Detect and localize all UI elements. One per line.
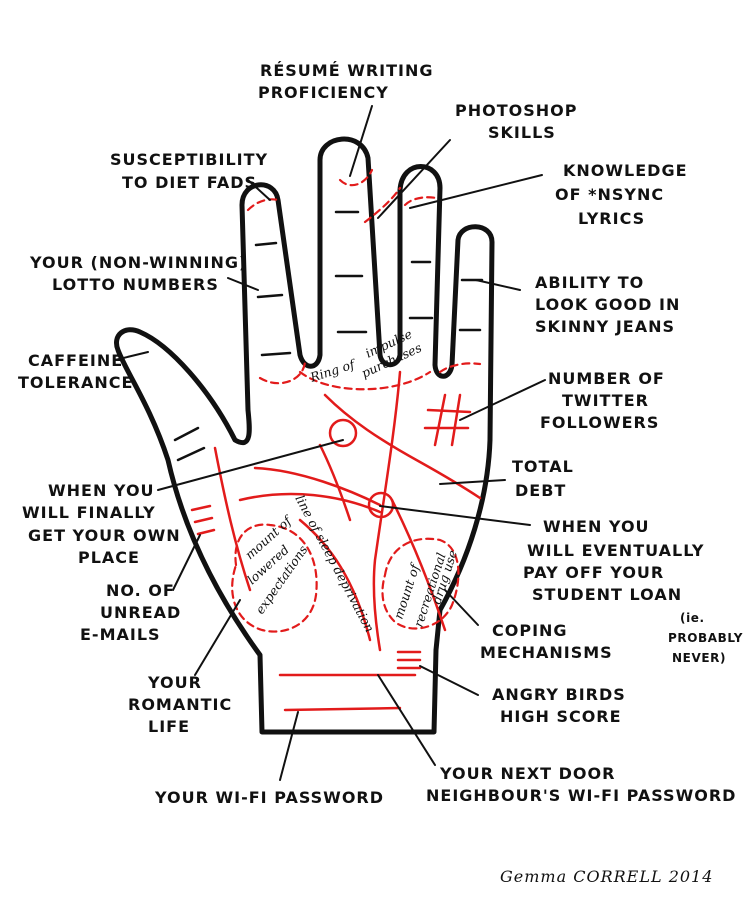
label-caffeine: CAFFEINE	[28, 351, 123, 370]
label-romantic-life: YOUR	[147, 673, 202, 692]
hand-outline	[114, 136, 495, 735]
label-angry-birds: ANGRY BIRDS	[492, 685, 626, 704]
label-lotto: YOUR (NON-WINNING)	[29, 253, 247, 272]
label-wifi-password: YOUR WI-FI PASSWORD	[154, 788, 384, 807]
svg-text:WILL FINALLY: WILL FINALLY	[22, 503, 156, 522]
svg-text:LYRICS: LYRICS	[578, 209, 645, 228]
pointer-lines	[114, 105, 546, 781]
svg-text:PLACE: PLACE	[78, 548, 140, 567]
svg-text:WILL EVENTUALLY: WILL EVENTUALLY	[527, 541, 704, 560]
svg-text:TO DIET FADS: TO DIET FADS	[122, 173, 257, 192]
label-photoshop: PHOTOSHOP	[455, 101, 577, 120]
svg-text:DEBT: DEBT	[515, 481, 566, 500]
ring-of-impulse-purchases: Ring of	[307, 356, 358, 385]
label-resume: RÉSUMÉ WRITING	[260, 61, 434, 80]
svg-text:LOTTO NUMBERS: LOTTO NUMBERS	[52, 275, 219, 294]
svg-text:NEIGHBOUR'S WI-FI PASSWORD: NEIGHBOUR'S WI-FI PASSWORD	[426, 786, 736, 805]
svg-text:STUDENT LOAN: STUDENT LOAN	[532, 585, 682, 604]
svg-text:SKINNY JEANS: SKINNY JEANS	[535, 317, 675, 336]
svg-text:ROMANTIC: ROMANTIC	[128, 695, 232, 714]
svg-text:OF *NSYNC: OF *NSYNC	[555, 185, 664, 204]
red-dashed-marks	[231, 168, 482, 633]
svg-text:SKILLS: SKILLS	[488, 123, 556, 142]
artist-signature: Gemma CORRELL 2014	[500, 867, 713, 886]
label-diet-fads: SUSCEPTIBILITY	[110, 150, 268, 169]
svg-text:LOOK GOOD IN: LOOK GOOD IN	[535, 295, 680, 314]
label-nsync: KNOWLEDGE	[563, 161, 688, 180]
label-own-place: WHEN YOU	[48, 481, 155, 500]
label-neighbour-wifi: YOUR NEXT DOOR	[439, 764, 615, 783]
svg-text:HIGH SCORE: HIGH SCORE	[500, 707, 622, 726]
label-student-loan: WHEN YOU	[543, 517, 650, 536]
svg-text:LIFE: LIFE	[148, 717, 190, 736]
svg-text:UNREAD: UNREAD	[100, 603, 181, 622]
svg-text:TOLERANCE: TOLERANCE	[18, 373, 133, 392]
red-palm-lines	[190, 370, 482, 712]
svg-text:NEVER): NEVER)	[672, 651, 726, 665]
svg-text:MECHANISMS: MECHANISMS	[480, 643, 613, 662]
label-unread-emails: NO. OF	[106, 581, 175, 600]
svg-text:PROFICIENCY: PROFICIENCY	[258, 83, 389, 102]
svg-text:GET YOUR OWN: GET YOUR OWN	[28, 526, 181, 545]
label-skinny-jeans: ABILITY TO	[535, 273, 644, 292]
line-of-sleep-deprivation: line of sleep deprivation	[292, 492, 377, 634]
svg-text:E-MAILS: E-MAILS	[80, 625, 161, 644]
label-twitter: NUMBER OF	[548, 369, 665, 388]
svg-text:FOLLOWERS: FOLLOWERS	[540, 413, 659, 432]
label-total-debt: TOTAL	[512, 457, 574, 476]
label-coping: COPING	[492, 621, 568, 640]
svg-text:PROBABLY: PROBABLY	[668, 631, 743, 645]
label-probably-never: (ie.	[680, 611, 705, 625]
svg-text:PAY OFF YOUR: PAY OFF YOUR	[523, 563, 664, 582]
svg-text:TWITTER: TWITTER	[562, 391, 649, 410]
labels: RÉSUMÉ WRITING PROFICIENCY PHOTOSHOP SKI…	[18, 61, 743, 807]
